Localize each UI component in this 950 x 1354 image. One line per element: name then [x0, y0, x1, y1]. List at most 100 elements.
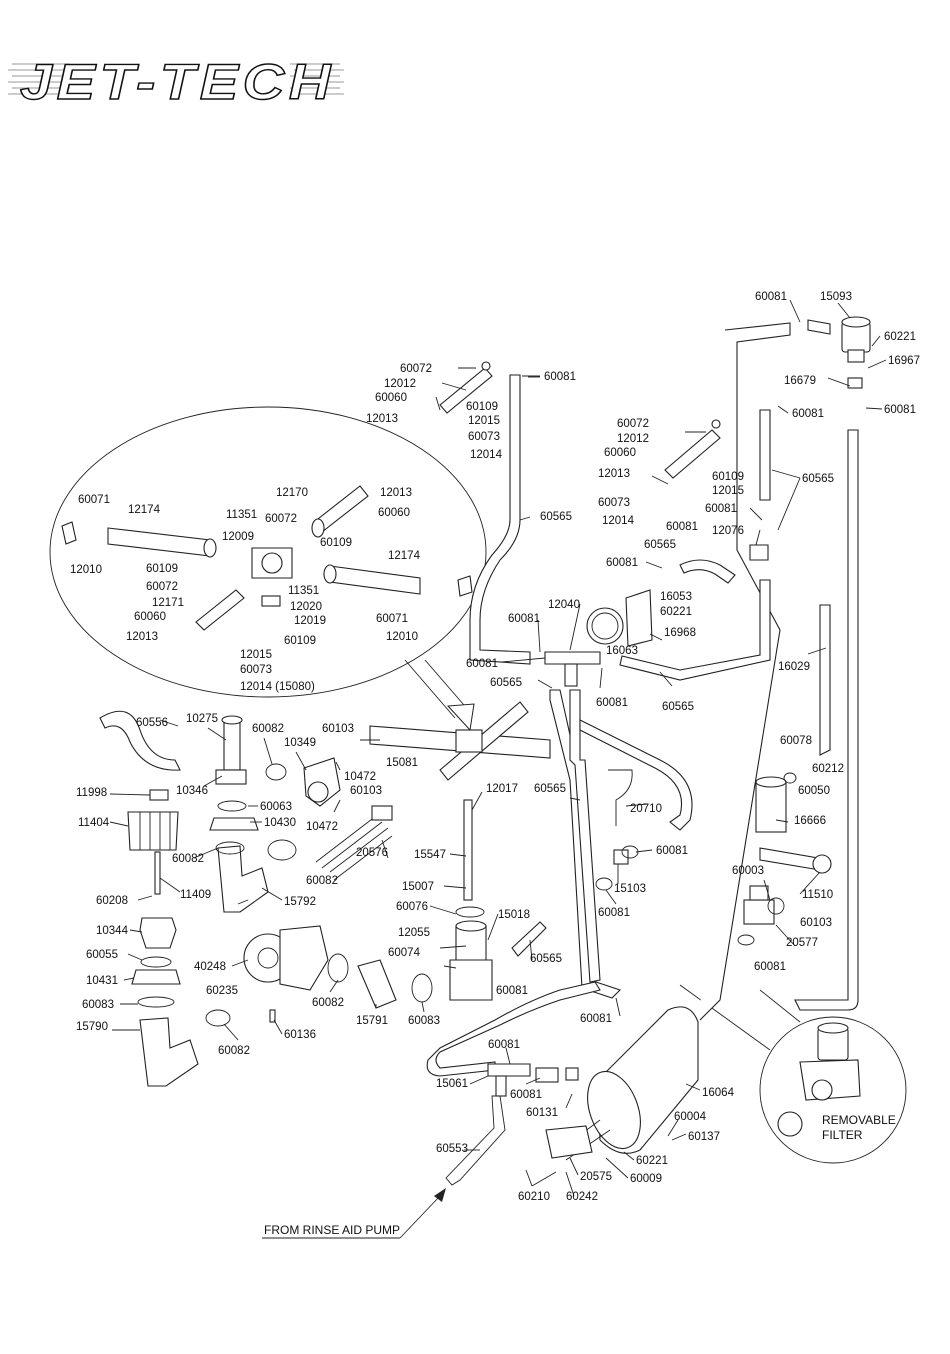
part-label: 10344	[96, 925, 129, 937]
part-label: 60565	[644, 539, 676, 551]
part-label: 60131	[526, 1107, 558, 1119]
part-label: 60081	[666, 521, 698, 533]
part-label: 16968	[664, 627, 696, 639]
part-label: 60060	[375, 392, 407, 404]
part-label: 60565	[490, 677, 522, 689]
part-label: 10349	[284, 737, 316, 749]
part-label: 60071	[78, 494, 110, 506]
part-label: 12171	[152, 597, 184, 609]
part-label: 60081	[754, 961, 786, 973]
part-label: 60081	[755, 291, 787, 303]
part-label: 60137	[688, 1131, 720, 1143]
part-label: 12017	[486, 783, 518, 795]
part-label: 10430	[264, 817, 296, 829]
part-label: 16029	[778, 661, 810, 673]
part-label: 60003	[732, 865, 764, 877]
part-label: 10346	[176, 785, 208, 797]
part-label: 60212	[812, 763, 844, 775]
part-label: 60081	[596, 697, 628, 709]
part-label: 12170	[276, 487, 308, 499]
part-label: 60072	[617, 418, 649, 430]
part-label: 12014	[602, 515, 635, 527]
part-label: 12010	[70, 564, 102, 576]
part-label: 15061	[436, 1078, 468, 1090]
part-label: 12015	[712, 485, 744, 497]
part-label: 12174	[128, 504, 161, 516]
part-label: 60082	[306, 875, 338, 887]
part-label: 60565	[802, 473, 834, 485]
part-label: 40248	[194, 961, 226, 973]
part-label: 15018	[498, 909, 530, 921]
part-label: 12076	[712, 525, 744, 537]
part-label: 60103	[322, 723, 354, 735]
detail-callout	[49, 406, 487, 698]
part-label: 11998	[76, 787, 107, 799]
part-label: 60103	[800, 917, 832, 929]
part-label: 60109	[466, 401, 498, 413]
part-label: 60073	[240, 664, 272, 676]
part-label: 12020	[290, 601, 322, 613]
part-label: 60071	[376, 613, 408, 625]
part-label: 60004	[674, 1111, 707, 1123]
part-label: 60565	[662, 701, 694, 713]
part-label: 12014	[470, 449, 503, 461]
part-label: 20710	[630, 803, 662, 815]
part-label: 60565	[534, 783, 566, 795]
part-label: 16967	[888, 355, 920, 367]
part-label: 16053	[660, 591, 692, 603]
part-label: 12013	[366, 413, 398, 425]
part-label: 15093	[820, 291, 852, 303]
part-label: 60109	[146, 563, 178, 575]
filter-detail	[759, 1016, 907, 1164]
part-label: 60081	[466, 658, 498, 670]
part-label: 12055	[398, 927, 430, 939]
part-label: 12013	[126, 631, 158, 643]
part-label: 12014 (15080)	[240, 681, 315, 693]
part-label: 12174	[388, 550, 421, 562]
part-label: 60081	[496, 985, 528, 997]
part-label: 60081	[488, 1039, 520, 1051]
part-label: 60078	[780, 735, 812, 747]
part-label: 15791	[356, 1015, 388, 1027]
part-label: 60081	[884, 404, 916, 416]
part-label: 16063	[606, 645, 638, 657]
part-label: 12019	[294, 615, 326, 627]
part-label: 11404	[78, 817, 110, 829]
part-label: 10275	[186, 713, 218, 725]
part-label: 60083	[408, 1015, 440, 1027]
part-label: 60009	[630, 1173, 662, 1185]
part-label: 15547	[414, 849, 446, 861]
part-label: 10472	[306, 821, 338, 833]
part-label: 12015	[240, 649, 272, 661]
part-label: 15790	[76, 1021, 108, 1033]
part-label: 60081	[598, 907, 630, 919]
part-label: 60076	[396, 901, 428, 913]
part-label: 60565	[530, 953, 562, 965]
part-label: 60103	[350, 785, 382, 797]
part-label: 60083	[82, 999, 114, 1011]
part-label: 60081	[656, 845, 688, 857]
part-label: 60050	[798, 785, 830, 797]
part-label: 12013	[598, 468, 630, 480]
part-label: 60565	[540, 511, 572, 523]
logo: JET-TECH	[8, 53, 344, 111]
part-label: 60072	[146, 581, 178, 593]
part-label: 60221	[636, 1155, 668, 1167]
leader-lines	[109, 299, 887, 1197]
part-label: 60060	[378, 507, 410, 519]
part-label: 12013	[380, 487, 412, 499]
part-label: 60081	[508, 613, 540, 625]
part-label: 60553	[436, 1143, 468, 1155]
part-label: 20575	[580, 1171, 612, 1183]
part-label: 11409	[180, 889, 211, 901]
part-label: 60055	[86, 949, 118, 961]
hoses	[99, 322, 859, 1186]
part-label: 12015	[468, 415, 500, 427]
part-label: 60081	[792, 408, 824, 420]
part-label: 60235	[206, 985, 238, 997]
part-label: 15007	[402, 881, 434, 893]
part-label: 60060	[604, 447, 636, 459]
part-label: 60082	[252, 723, 284, 735]
part-label: 10431	[86, 975, 118, 987]
part-label: 60242	[566, 1191, 598, 1203]
